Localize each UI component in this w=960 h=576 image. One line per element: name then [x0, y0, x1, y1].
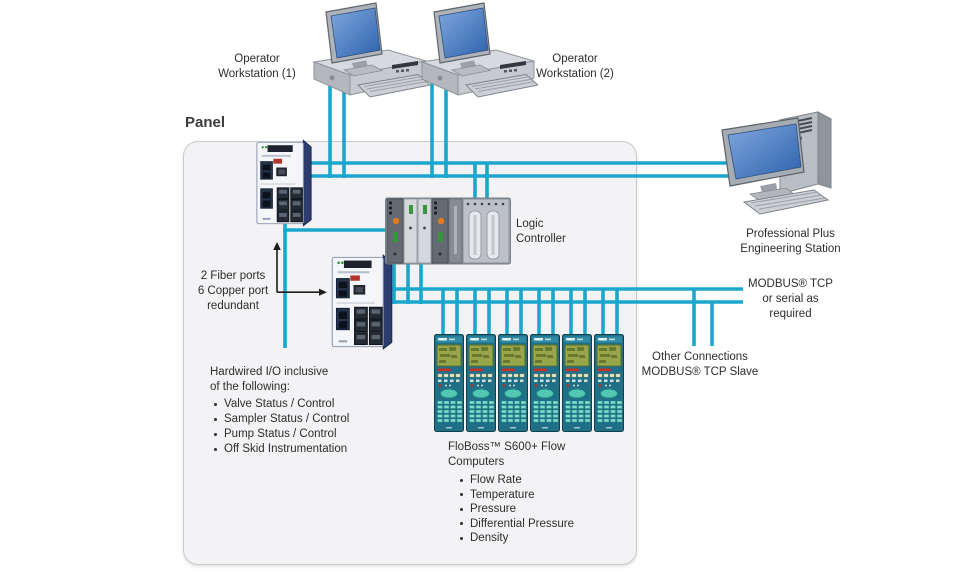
flow-computer-icon — [466, 334, 496, 432]
logic-controller-icon — [385, 196, 511, 266]
hardwired-io-title: of the following: — [210, 381, 290, 393]
label-line: or serial as — [762, 293, 819, 305]
label-line: 2 Fiber ports — [200, 270, 266, 282]
list-item: Differential Pressure — [456, 517, 618, 532]
label-line: 6 Copper port — [197, 285, 269, 297]
other-connection-links — [692, 289, 714, 346]
label-line: Workstation (2) — [536, 67, 614, 80]
other-connections-label: Other Connections MODBUS® TCP Slave — [628, 350, 772, 380]
hardwired-io-block: Hardwired I/O inclusive of the following… — [210, 365, 390, 457]
list-item: Pressure — [456, 502, 618, 517]
label-line: Other Connections — [652, 351, 748, 363]
controller-top-links — [473, 164, 489, 204]
label-line: Professional Plus — [746, 228, 835, 240]
floboss-title: FloBoss™ S600+ Flow — [448, 441, 566, 453]
label-line: Operator — [552, 53, 598, 65]
flow-computer-icon — [434, 334, 464, 432]
switch-note-label: 2 Fiber ports 6 Copper port redundant — [177, 269, 289, 314]
label-line: Controller — [516, 232, 566, 245]
floboss-block: FloBoss™ S600+ Flow Computers Flow Rate … — [448, 440, 618, 546]
list-item: Flow Rate — [456, 473, 618, 488]
modbus-bus — [386, 262, 743, 304]
list-item: Valve Status / Control — [210, 397, 390, 412]
label-line: MODBUS® TCP Slave — [641, 366, 759, 378]
label-line: redundant — [207, 300, 259, 312]
redundancy-arrow — [273, 242, 327, 296]
engineering-station-label: Professional Plus Engineering Station — [713, 227, 868, 256]
floboss-list: Flow Rate Temperature Pressure Different… — [456, 473, 618, 546]
logic-controller-label: Logic Controller — [516, 217, 566, 246]
flow-computer-row — [434, 334, 628, 432]
label-line: Logic — [516, 218, 544, 230]
list-item: Pump Status / Control — [210, 427, 390, 442]
label-line: Engineering Station — [740, 242, 841, 255]
panel-title: Panel — [185, 114, 226, 131]
ethernet-bus-top — [300, 161, 765, 178]
engineering-station-icon — [718, 106, 853, 228]
flow-computer-icon — [530, 334, 560, 432]
workstation-links — [328, 78, 448, 178]
hardwired-io-list: Valve Status / Control Sampler Status / … — [210, 397, 390, 457]
ethernet-switch-1-icon — [253, 138, 315, 228]
switch-link — [283, 218, 392, 348]
label-line: required — [769, 308, 812, 320]
flow-computer-icon — [562, 334, 592, 432]
label-line: Operator — [234, 53, 280, 65]
flow-computer-icon — [594, 334, 624, 432]
floboss-title: Computers — [448, 455, 505, 468]
label-line: MODBUS® TCP — [748, 278, 833, 290]
operator-workstation-2-label: Operator Workstation (2) — [515, 52, 635, 81]
operator-workstation-1-label: Operator Workstation (1) — [197, 52, 317, 81]
flow-computer-links — [441, 290, 619, 341]
operator-workstation-1-icon — [312, 0, 430, 104]
list-item: Sampler Status / Control — [210, 412, 390, 427]
modbus-note-label: MODBUS® TCP or serial as required — [728, 277, 853, 322]
list-item: Off Skid Instrumentation — [210, 442, 390, 457]
list-item: Density — [456, 531, 618, 546]
hardwired-io-title: Hardwired I/O inclusive — [210, 366, 329, 378]
label-line: Workstation (1) — [218, 67, 296, 80]
list-item: Temperature — [456, 488, 618, 503]
flow-computer-icon — [498, 334, 528, 432]
